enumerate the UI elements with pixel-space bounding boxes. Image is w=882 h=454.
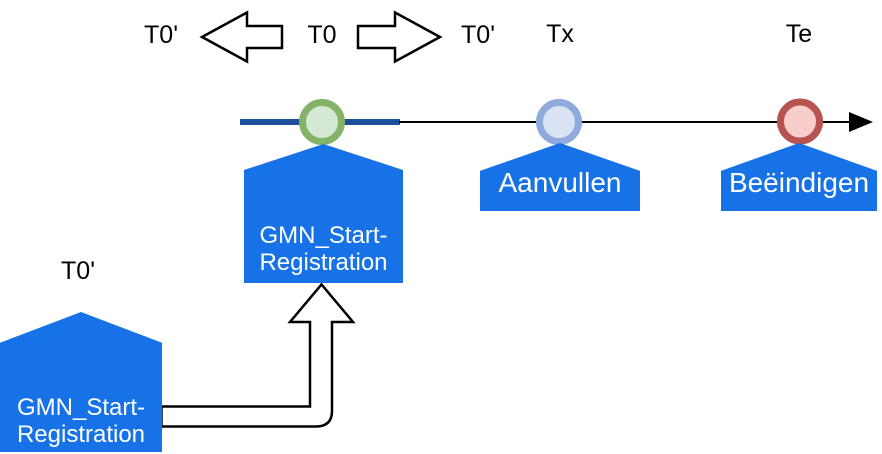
milestone-beeindigen-circle (777, 98, 823, 145)
event-label: Aanvullen (498, 167, 622, 198)
event-shape-gmn-start-registration-detached: GMN_Start- Registration (0, 312, 162, 452)
label-t0-prime-left: T0' (144, 21, 178, 49)
event-label-line2: Registration (16, 421, 146, 448)
label-tx: Tx (546, 20, 574, 48)
block-arrow-right-icon (356, 10, 443, 64)
label-t0: T0 (307, 21, 337, 49)
event-shape-gmn-start-registration: GMN_Start- Registration (244, 144, 403, 283)
event-label-line1: GMN_Start- (16, 394, 145, 421)
label-te: Te (785, 20, 813, 48)
milestone-aanvullen-circle (536, 99, 582, 145)
timeline-arrowhead-icon (849, 112, 873, 132)
label-t0-prime-right: T0' (461, 21, 495, 49)
event-label-line1: GMN_Start- (259, 222, 388, 249)
bent-up-arrow-icon (160, 282, 356, 428)
label-t0-prime-detached: T0' (61, 257, 95, 285)
milestone-start-circle (299, 99, 345, 145)
event-label: Beëindigen (728, 167, 870, 198)
block-arrow-left-icon (199, 10, 284, 64)
event-label-line2: Registration (259, 249, 388, 276)
